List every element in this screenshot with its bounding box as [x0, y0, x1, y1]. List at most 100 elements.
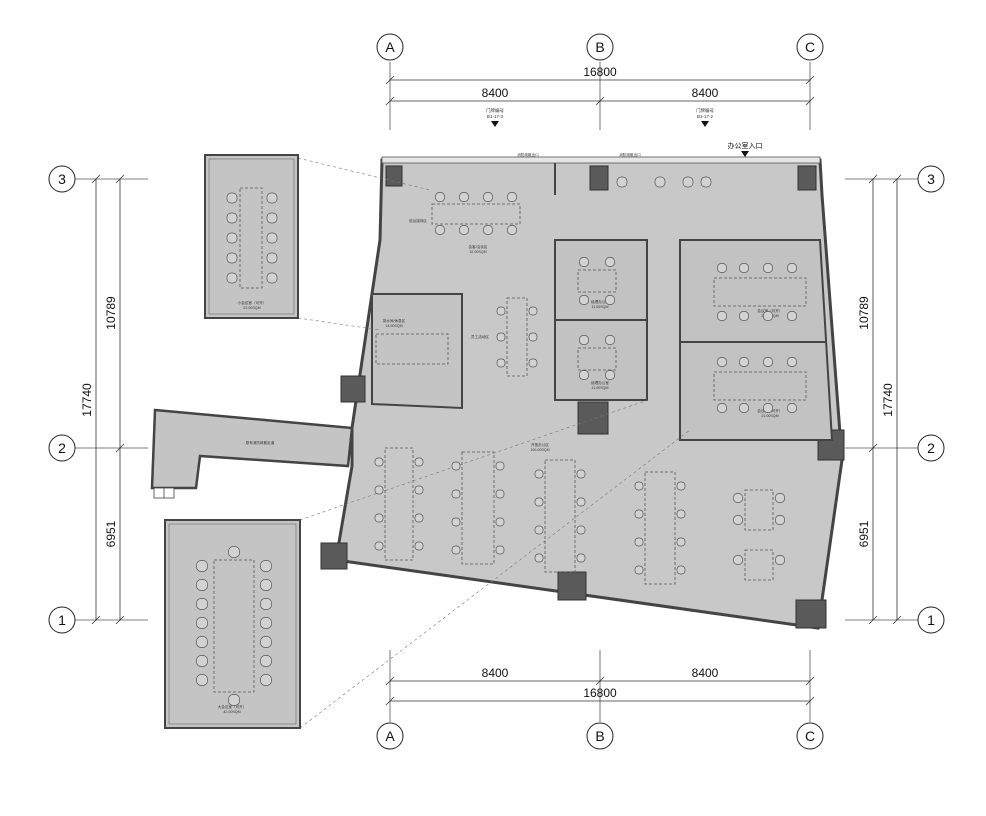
dimension-top	[385, 75, 815, 106]
table	[744, 489, 774, 531]
chair	[676, 509, 686, 519]
chair	[739, 311, 749, 321]
chair	[739, 263, 749, 273]
chair	[228, 546, 240, 558]
grid-label-b-top: B	[595, 39, 604, 55]
chair	[228, 694, 240, 706]
chair	[676, 565, 686, 575]
dim-total-height-right: 17740	[881, 383, 895, 417]
svg-text:小会议室（可开）: 小会议室（可开）	[238, 300, 267, 305]
chair	[579, 257, 589, 267]
chair	[717, 357, 727, 367]
chair	[266, 212, 278, 224]
table	[239, 187, 263, 289]
chair	[451, 545, 461, 555]
chair	[528, 306, 538, 316]
label-meeting-a: 会议室（可开）	[757, 308, 782, 313]
chair	[634, 509, 644, 519]
chair	[266, 272, 278, 284]
grid-bubble-1-left	[48, 606, 76, 634]
chair	[495, 517, 505, 527]
table	[375, 333, 449, 365]
top-curtain-wall	[381, 156, 821, 164]
chair	[226, 232, 238, 244]
label-meeting-large: 会客/洽谈区	[469, 244, 488, 249]
chair	[196, 674, 208, 686]
grid-bubbles-right: 3 2 1	[845, 165, 945, 634]
dim-upper-span-right: 10789	[857, 296, 871, 330]
label-meeting-b-area: 21.00SQM	[761, 414, 778, 418]
chair	[605, 295, 615, 305]
grid-bubble-c-bottom	[796, 722, 824, 750]
chair	[196, 560, 208, 572]
grid-label-2-right: 2	[927, 440, 935, 456]
grid-label-a-bottom: A	[385, 728, 395, 744]
grid-label-2-left: 2	[58, 440, 66, 456]
svg-text:42.00SQM: 42.00SQM	[223, 710, 240, 714]
label-pantry: 茶水间/休息区	[383, 318, 406, 323]
chair	[414, 485, 424, 495]
chair	[483, 225, 493, 235]
chair	[507, 225, 517, 235]
svg-text:门牌编号: 门牌编号	[696, 107, 714, 114]
chair	[775, 515, 785, 525]
label-meeting-large-area: 32.00SQM	[469, 250, 486, 254]
chair	[717, 403, 727, 413]
chair	[576, 525, 586, 535]
dimension-right	[868, 174, 902, 625]
chair	[196, 598, 208, 610]
chair	[739, 357, 749, 367]
dimension-left	[91, 174, 125, 625]
chair	[483, 192, 493, 202]
chair	[266, 232, 278, 244]
grid-bubble-c-top	[796, 33, 824, 61]
table	[213, 559, 255, 693]
chair	[496, 358, 506, 368]
chair	[266, 252, 278, 264]
label-manager-1: 经理办公室	[591, 299, 609, 304]
chair	[374, 513, 384, 523]
chair	[260, 617, 272, 629]
chair	[260, 655, 272, 667]
office-entrance-marker: 办公室入口	[728, 141, 763, 157]
chair	[576, 553, 586, 563]
chair	[414, 541, 424, 551]
chair	[763, 263, 773, 273]
dim-bay-left-top: 8400	[482, 86, 509, 100]
svg-text:B1-17-2: B1-17-2	[697, 114, 714, 119]
chair	[528, 358, 538, 368]
dim-lower-span-right: 6951	[857, 520, 871, 547]
chair	[260, 598, 272, 610]
door-marker-right: 门牌编号 B1-17-2	[696, 107, 714, 127]
chair	[496, 332, 506, 342]
grid-label-a-top: A	[385, 39, 395, 55]
chair	[787, 263, 797, 273]
chair	[579, 335, 589, 345]
table	[431, 203, 521, 225]
dim-upper-span-left: 10789	[104, 296, 118, 330]
grid-bubbles-left: 3 2 1	[48, 165, 148, 634]
chair	[374, 541, 384, 551]
chair	[414, 457, 424, 467]
table	[713, 277, 807, 307]
furniture-layer	[196, 176, 807, 706]
label-manager-2-area: 11.00SQM	[592, 386, 609, 390]
chair	[634, 537, 644, 547]
chair	[775, 555, 785, 565]
dim-bay-right-top: 8400	[692, 86, 719, 100]
chair	[676, 481, 686, 491]
svg-text:大会议室（可开）: 大会议室（可开）	[218, 704, 247, 709]
label-front-desk: 前台接待区	[409, 218, 427, 223]
dim-lower-span-left: 6951	[104, 520, 118, 547]
grid-bubble-2-left	[48, 434, 76, 462]
grid-bubble-a-bottom	[376, 722, 404, 750]
grid-label-3-left: 3	[58, 171, 66, 187]
grid-label-c-top: C	[805, 39, 815, 55]
chair	[534, 553, 544, 563]
grid-label-3-right: 3	[927, 171, 935, 187]
grid-label-1-left: 1	[58, 612, 66, 628]
grid-bubble-2-right	[917, 434, 945, 462]
chair	[451, 489, 461, 499]
chair	[534, 525, 544, 535]
